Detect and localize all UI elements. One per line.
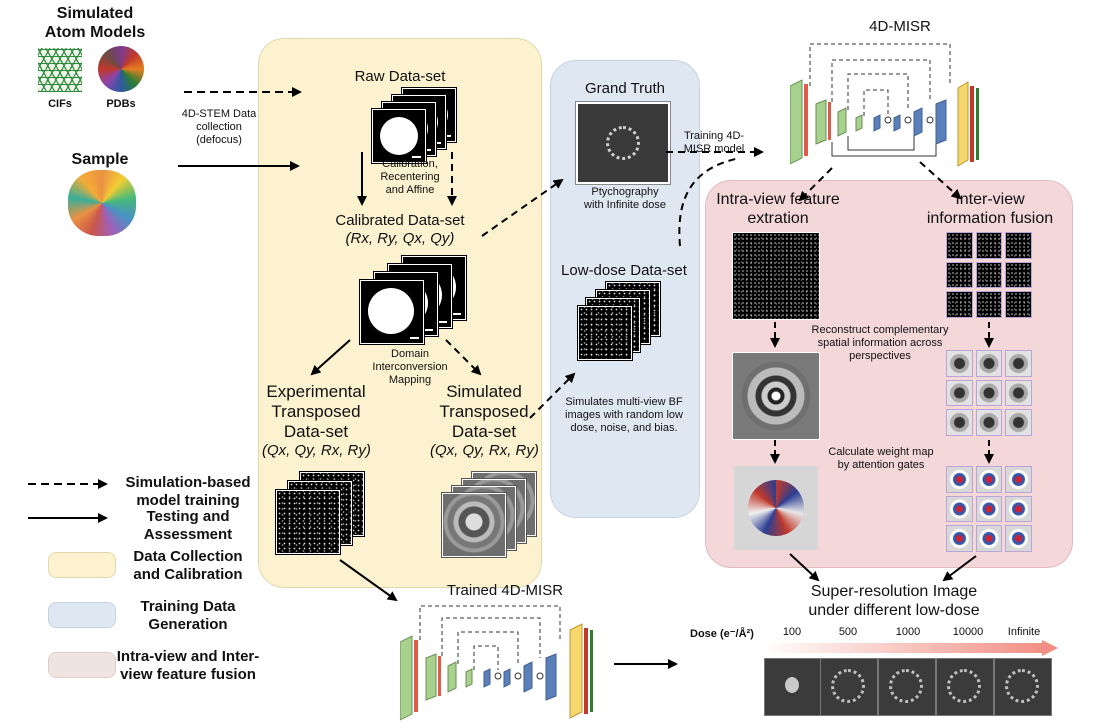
intra-view-title: Intra-view feature extration <box>716 191 840 227</box>
dose-gradient-arrow <box>760 640 1058 656</box>
grand-truth-title: Grand Truth <box>584 80 666 97</box>
arrow-lowdose-to-network <box>678 157 741 247</box>
weight-map-label: Calculate weight map by attention gates <box>828 446 934 471</box>
experimental-dataset-stack <box>276 472 366 562</box>
top-network-title: 4D-MISR <box>869 18 931 35</box>
raw-dataset-title: Raw Data-set <box>354 68 446 85</box>
pdbs-label: PDBs <box>106 98 136 110</box>
sample-molecule-icon <box>68 170 136 236</box>
arrow-to-simulated <box>445 339 482 376</box>
calibrated-coords: (Rx, Ry, Qx, Qy) <box>345 230 455 247</box>
top-network-diagram <box>789 40 990 170</box>
intra-view-feature-image <box>732 352 820 440</box>
dose-image-100 <box>764 658 822 716</box>
simulated-coords: (Qx, Qy, Rx, Ry) <box>430 442 539 459</box>
arrow-calibrated-to-grand-truth <box>481 178 564 237</box>
experimental-coords: (Qx, Qy, Rx, Ry) <box>262 442 371 459</box>
sample-label: Sample <box>71 151 129 168</box>
arrow-experimental-to-trained <box>339 559 398 602</box>
super-resolution-title: Super-resolution Image under different l… <box>808 583 980 619</box>
ptychography-label: Ptychography with Infinite dose <box>584 186 666 211</box>
reconstruct-label: Reconstruct complementary spatial inform… <box>811 324 949 362</box>
lowdose-dataset-stack <box>578 282 668 362</box>
dose-image-10000 <box>936 658 994 716</box>
legend-yellow-label: Data Collection and Calibration <box>133 548 243 583</box>
arrow-network-to-inter <box>919 161 962 200</box>
dose-image-infinite <box>994 658 1052 716</box>
raw-dataset-stack <box>372 88 462 163</box>
calibrated-dataset-title: Calibrated Data-set <box>335 212 465 229</box>
simulated-dataset-stack <box>442 472 538 562</box>
trained-network-diagram <box>399 604 600 722</box>
dose-axis-label: Dose (e⁻/Å²) <box>690 628 754 640</box>
dose-value-1000: 1000 <box>895 626 921 638</box>
dose-value-100: 100 <box>782 626 802 638</box>
inter-view-feature-grid <box>946 350 1032 436</box>
dose-image-500 <box>820 658 878 716</box>
intra-view-noise-image <box>732 232 820 320</box>
arrow-intra-to-superres <box>789 553 820 582</box>
legend-blue-swatch <box>48 602 116 628</box>
arrow-inter-to-superres <box>942 555 977 582</box>
grand-truth-image <box>576 102 670 184</box>
simulation-description: Simulates multi-view BF images with rand… <box>565 396 683 434</box>
arrow-network-to-intra <box>798 167 833 202</box>
legend-blue-label: Training Data Generation <box>140 598 236 633</box>
simulated-atom-models-title: Simulated Atom Models <box>44 5 146 41</box>
arrow-to-experimental <box>310 339 351 376</box>
domain-mapping-label: Domain Interconversion Mapping <box>372 348 448 386</box>
pdb-protein-icon <box>98 46 144 92</box>
dose-value-infinite: Infinite <box>1007 626 1041 638</box>
dose-image-1000 <box>878 658 936 716</box>
cifs-label: CIFs <box>48 98 72 110</box>
data-collection-label: 4D-STEM Data collection (defocus) <box>181 108 257 146</box>
inter-view-title: Inter-view information fusion <box>926 191 1054 227</box>
inter-view-weight-grid <box>946 466 1032 552</box>
lowdose-dataset-title: Low-dose Data-set <box>561 262 687 279</box>
dose-value-500: 500 <box>838 626 858 638</box>
calibration-steps-label: Calibration, Recentering and Affine <box>380 158 440 196</box>
simulated-dataset-title: Simulated Transposed Data-set <box>439 382 529 441</box>
experimental-dataset-title: Experimental Transposed Data-set <box>266 382 366 441</box>
cif-lattice-icon <box>38 48 82 92</box>
legend-pink-label: Intra-view and Inter- view feature fusio… <box>116 648 260 683</box>
calibrated-dataset-stack <box>360 256 470 344</box>
arrow-simulated-to-lowdose <box>529 372 576 419</box>
legend-solid-label: Testing and Assessment <box>143 508 233 543</box>
dose-value-10000: 10000 <box>952 626 984 638</box>
legend-pink-swatch <box>48 652 116 678</box>
inter-view-noise-grid <box>946 232 1032 318</box>
trained-network-title: Trained 4D-MISR <box>446 582 564 599</box>
legend-yellow-swatch <box>48 552 116 578</box>
intra-view-attention-map <box>734 466 818 550</box>
legend-dashed-label: Simulation-based model training <box>125 474 251 509</box>
